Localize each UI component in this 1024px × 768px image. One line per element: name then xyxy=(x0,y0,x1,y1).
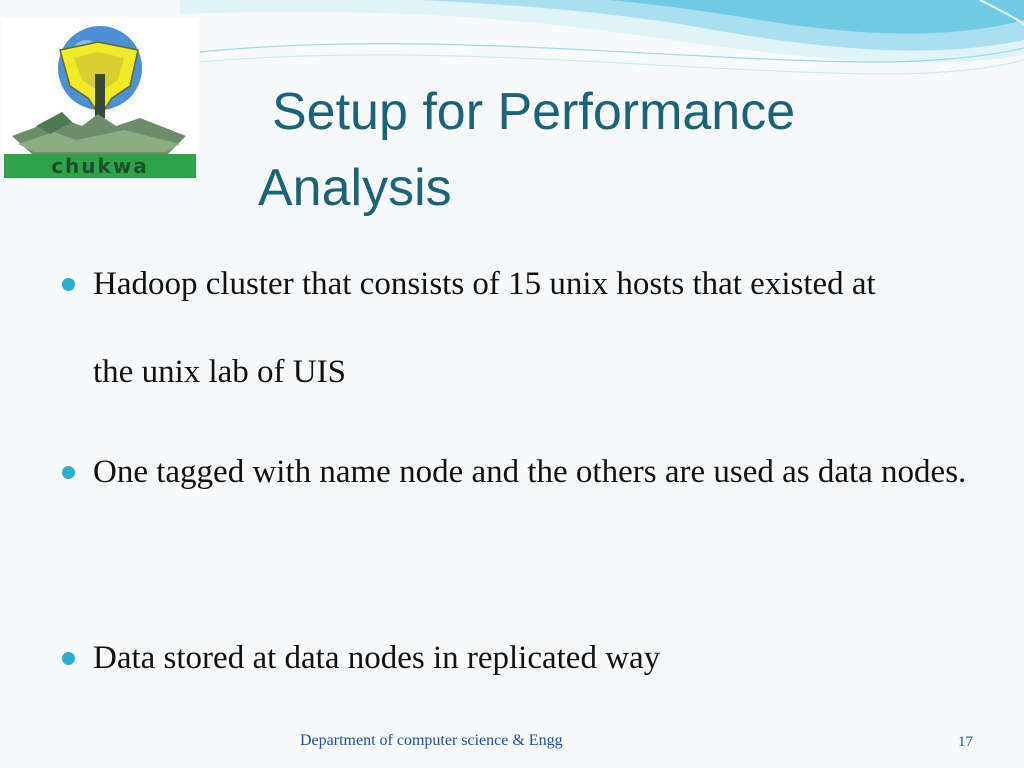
list-item: One tagged with name node and the others… xyxy=(62,454,982,516)
list-item: Hadoop cluster that consists of 15 unix … xyxy=(62,266,982,416)
header-wave-decoration xyxy=(180,0,1024,75)
chukwa-logo: chukwa xyxy=(2,18,198,180)
chukwa-elephant-logo-icon: chukwa xyxy=(4,26,196,178)
list-item: Data stored at data nodes in replicated … xyxy=(62,640,982,702)
slide-title-line-1: Setup for Performance xyxy=(272,83,796,141)
bullet-dot-icon xyxy=(62,466,75,479)
slide-title: Setup for Performance Analysis xyxy=(258,74,998,226)
slide-footer: Department of computer science & Engg xyxy=(300,732,563,749)
bullet-text: Data stored at data nodes in replicated … xyxy=(93,640,661,676)
page-number: 17 xyxy=(958,734,973,750)
svg-text:chukwa: chukwa xyxy=(51,154,149,178)
slide-title-line-2: Analysis xyxy=(258,159,452,217)
bullet-text: Hadoop cluster that consists of 15 unix … xyxy=(93,266,876,390)
bullet-text: One tagged with name node and the others… xyxy=(93,454,967,490)
bullet-dot-icon xyxy=(62,278,75,291)
bullet-dot-icon xyxy=(62,652,75,665)
